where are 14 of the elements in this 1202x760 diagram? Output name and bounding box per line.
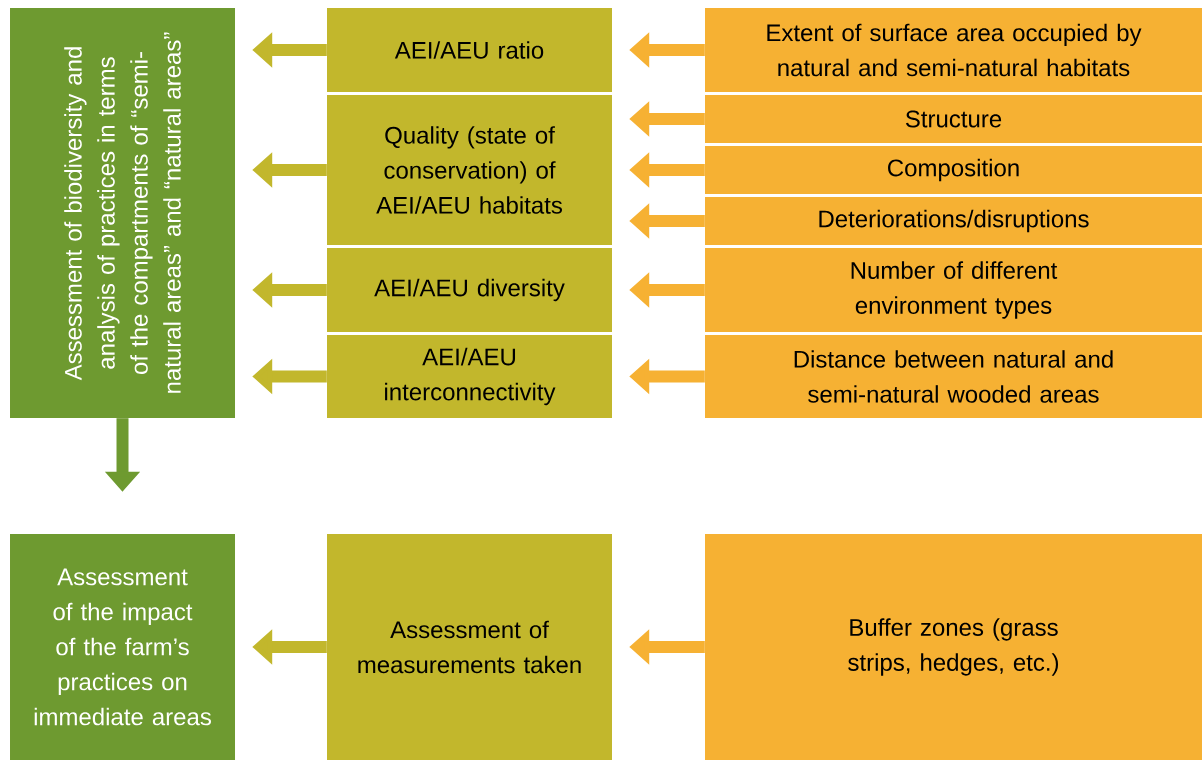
- process-box: AEI/AEU interconnectivity: [327, 335, 612, 418]
- process-box: Number of different environment types: [705, 248, 1202, 332]
- process-box: Structure: [705, 95, 1202, 143]
- process-box: Quality (state of conservation) of AEI/AEU habitats: [327, 95, 612, 245]
- process-box: Composition: [705, 146, 1202, 194]
- process-box: Assessment of measurements taken: [327, 534, 612, 760]
- process-box: Deteriorations/disruptions: [705, 197, 1202, 245]
- process-box: AEI/AEU ratio: [327, 8, 612, 92]
- process-box: Buffer zones (grass strips, hedges, etc.): [705, 534, 1202, 760]
- process-box: Distance between natural and semi-natural wooded areas: [705, 335, 1202, 418]
- process-box: AEI/AEU diversity: [327, 248, 612, 332]
- process-box: Assessment of biodiversity and analysis of practices in terms of the compartments of “semi-natural areas” and “natural areas”: [10, 8, 235, 418]
- process-box: Assessment of the impact of the farm’s practices on immediate areas: [10, 534, 235, 760]
- process-box: Extent of surface area occupied by natural and semi-natural habitats: [705, 8, 1202, 92]
